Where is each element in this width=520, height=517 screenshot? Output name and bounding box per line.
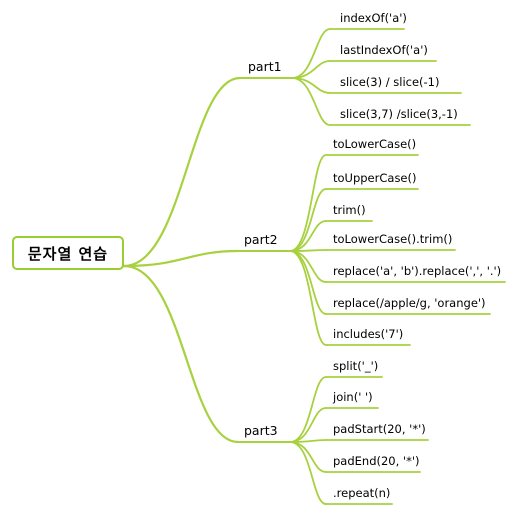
connector-part1-leaf2	[291, 60, 331, 79]
root-label: 문자열 연습	[27, 244, 109, 263]
part2-node[interactable]: part2	[244, 232, 278, 247]
root-node[interactable]: 문자열 연습	[12, 236, 124, 270]
part3-label: part3	[244, 423, 278, 438]
connector-part3-leaf1	[289, 376, 327, 443]
leaf-tolowercase[interactable]: toLowerCase()	[333, 137, 417, 151]
leaf-touppercase[interactable]: toUpperCase()	[333, 171, 417, 185]
leaf-join[interactable]: join(' ')	[333, 390, 373, 404]
connector-part1-leaf3	[291, 77, 331, 94]
connector-part1-leaf1	[291, 28, 331, 79]
connector-part1-leaf4	[291, 77, 331, 126]
part1-node[interactable]: part1	[248, 59, 282, 74]
leaf-replace-regex[interactable]: replace(/apple/g, 'orange')	[333, 296, 486, 310]
leaf-tolowercase-trim[interactable]: toLowerCase().trim()	[333, 232, 453, 246]
leaf-indexof[interactable]: indexOf('a')	[340, 11, 407, 25]
connector-root-part1	[122, 76, 242, 268]
part1-label: part1	[248, 59, 282, 74]
connector-part2-leaf5	[289, 250, 327, 283]
leaf-includes[interactable]: includes('7')	[333, 327, 404, 341]
part2-label: part2	[244, 232, 278, 247]
connector-root-part3	[122, 264, 240, 444]
leaf-padstart[interactable]: padStart(20, '*')	[333, 422, 426, 436]
connector-part3-leaf4	[289, 441, 327, 473]
connector-part2-leaf3	[289, 220, 327, 252]
connector-part3-leaf2	[289, 407, 327, 443]
leaf-trim[interactable]: trim()	[333, 203, 366, 217]
connector-part2-leaf1	[289, 154, 327, 252]
connector-part2-leaf7	[289, 250, 327, 346]
leaf-padend[interactable]: padEnd(20, '*')	[333, 454, 420, 468]
connector-part3-leaf5	[289, 441, 327, 505]
part3-node[interactable]: part3	[244, 423, 278, 438]
leaf-slice-1[interactable]: slice(3) / slice(-1)	[340, 75, 440, 89]
leaf-lastindexof[interactable]: lastIndexOf('a')	[340, 43, 428, 57]
connector-root-part2	[122, 249, 240, 268]
leaf-split[interactable]: split('_')	[333, 359, 379, 373]
leaf-slice-2[interactable]: slice(3,7) /slice(3,-1)	[340, 107, 458, 121]
leaf-replace-chain[interactable]: replace('a', 'b').replace(',', '.')	[333, 264, 502, 278]
leaf-repeat[interactable]: .repeat(n)	[333, 486, 391, 500]
